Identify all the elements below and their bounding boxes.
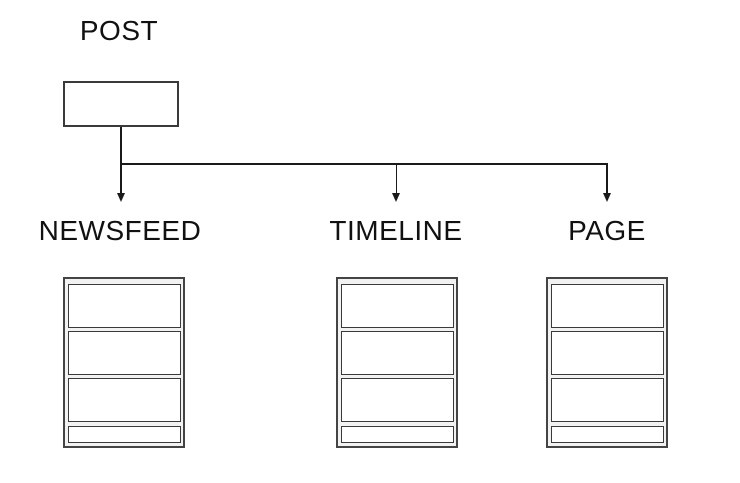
timeline-label: TIMELINE: [329, 215, 463, 246]
page-label: PAGE: [568, 215, 646, 246]
stack-row: [551, 426, 664, 443]
stack-row: [551, 284, 664, 328]
stack-row: [551, 331, 664, 375]
stack-row: [68, 284, 181, 328]
post-label: POST: [79, 15, 159, 46]
page-stack: [546, 277, 668, 448]
connector-vertical-timeline: [395, 163, 397, 194]
arrow-down-timeline: [392, 193, 400, 202]
stack-row: [551, 378, 664, 422]
stack-row: [68, 331, 181, 375]
stack-row: [68, 426, 181, 443]
stack-row: [341, 284, 454, 328]
timeline-stack: [336, 277, 458, 448]
newsfeed-stack: [63, 277, 185, 448]
stack-row: [341, 331, 454, 375]
connector-vertical-newsfeed: [120, 127, 122, 194]
newsfeed-label: NEWSFEED: [38, 215, 202, 246]
arrow-down-newsfeed: [116, 193, 125, 202]
connector-horizontal: [120, 163, 607, 165]
arrow-down-page: [602, 193, 611, 202]
connector-vertical-page: [606, 163, 608, 194]
stack-row: [341, 426, 454, 443]
stack-row: [341, 378, 454, 422]
stack-row: [68, 378, 181, 422]
post-node-box: [63, 81, 179, 127]
